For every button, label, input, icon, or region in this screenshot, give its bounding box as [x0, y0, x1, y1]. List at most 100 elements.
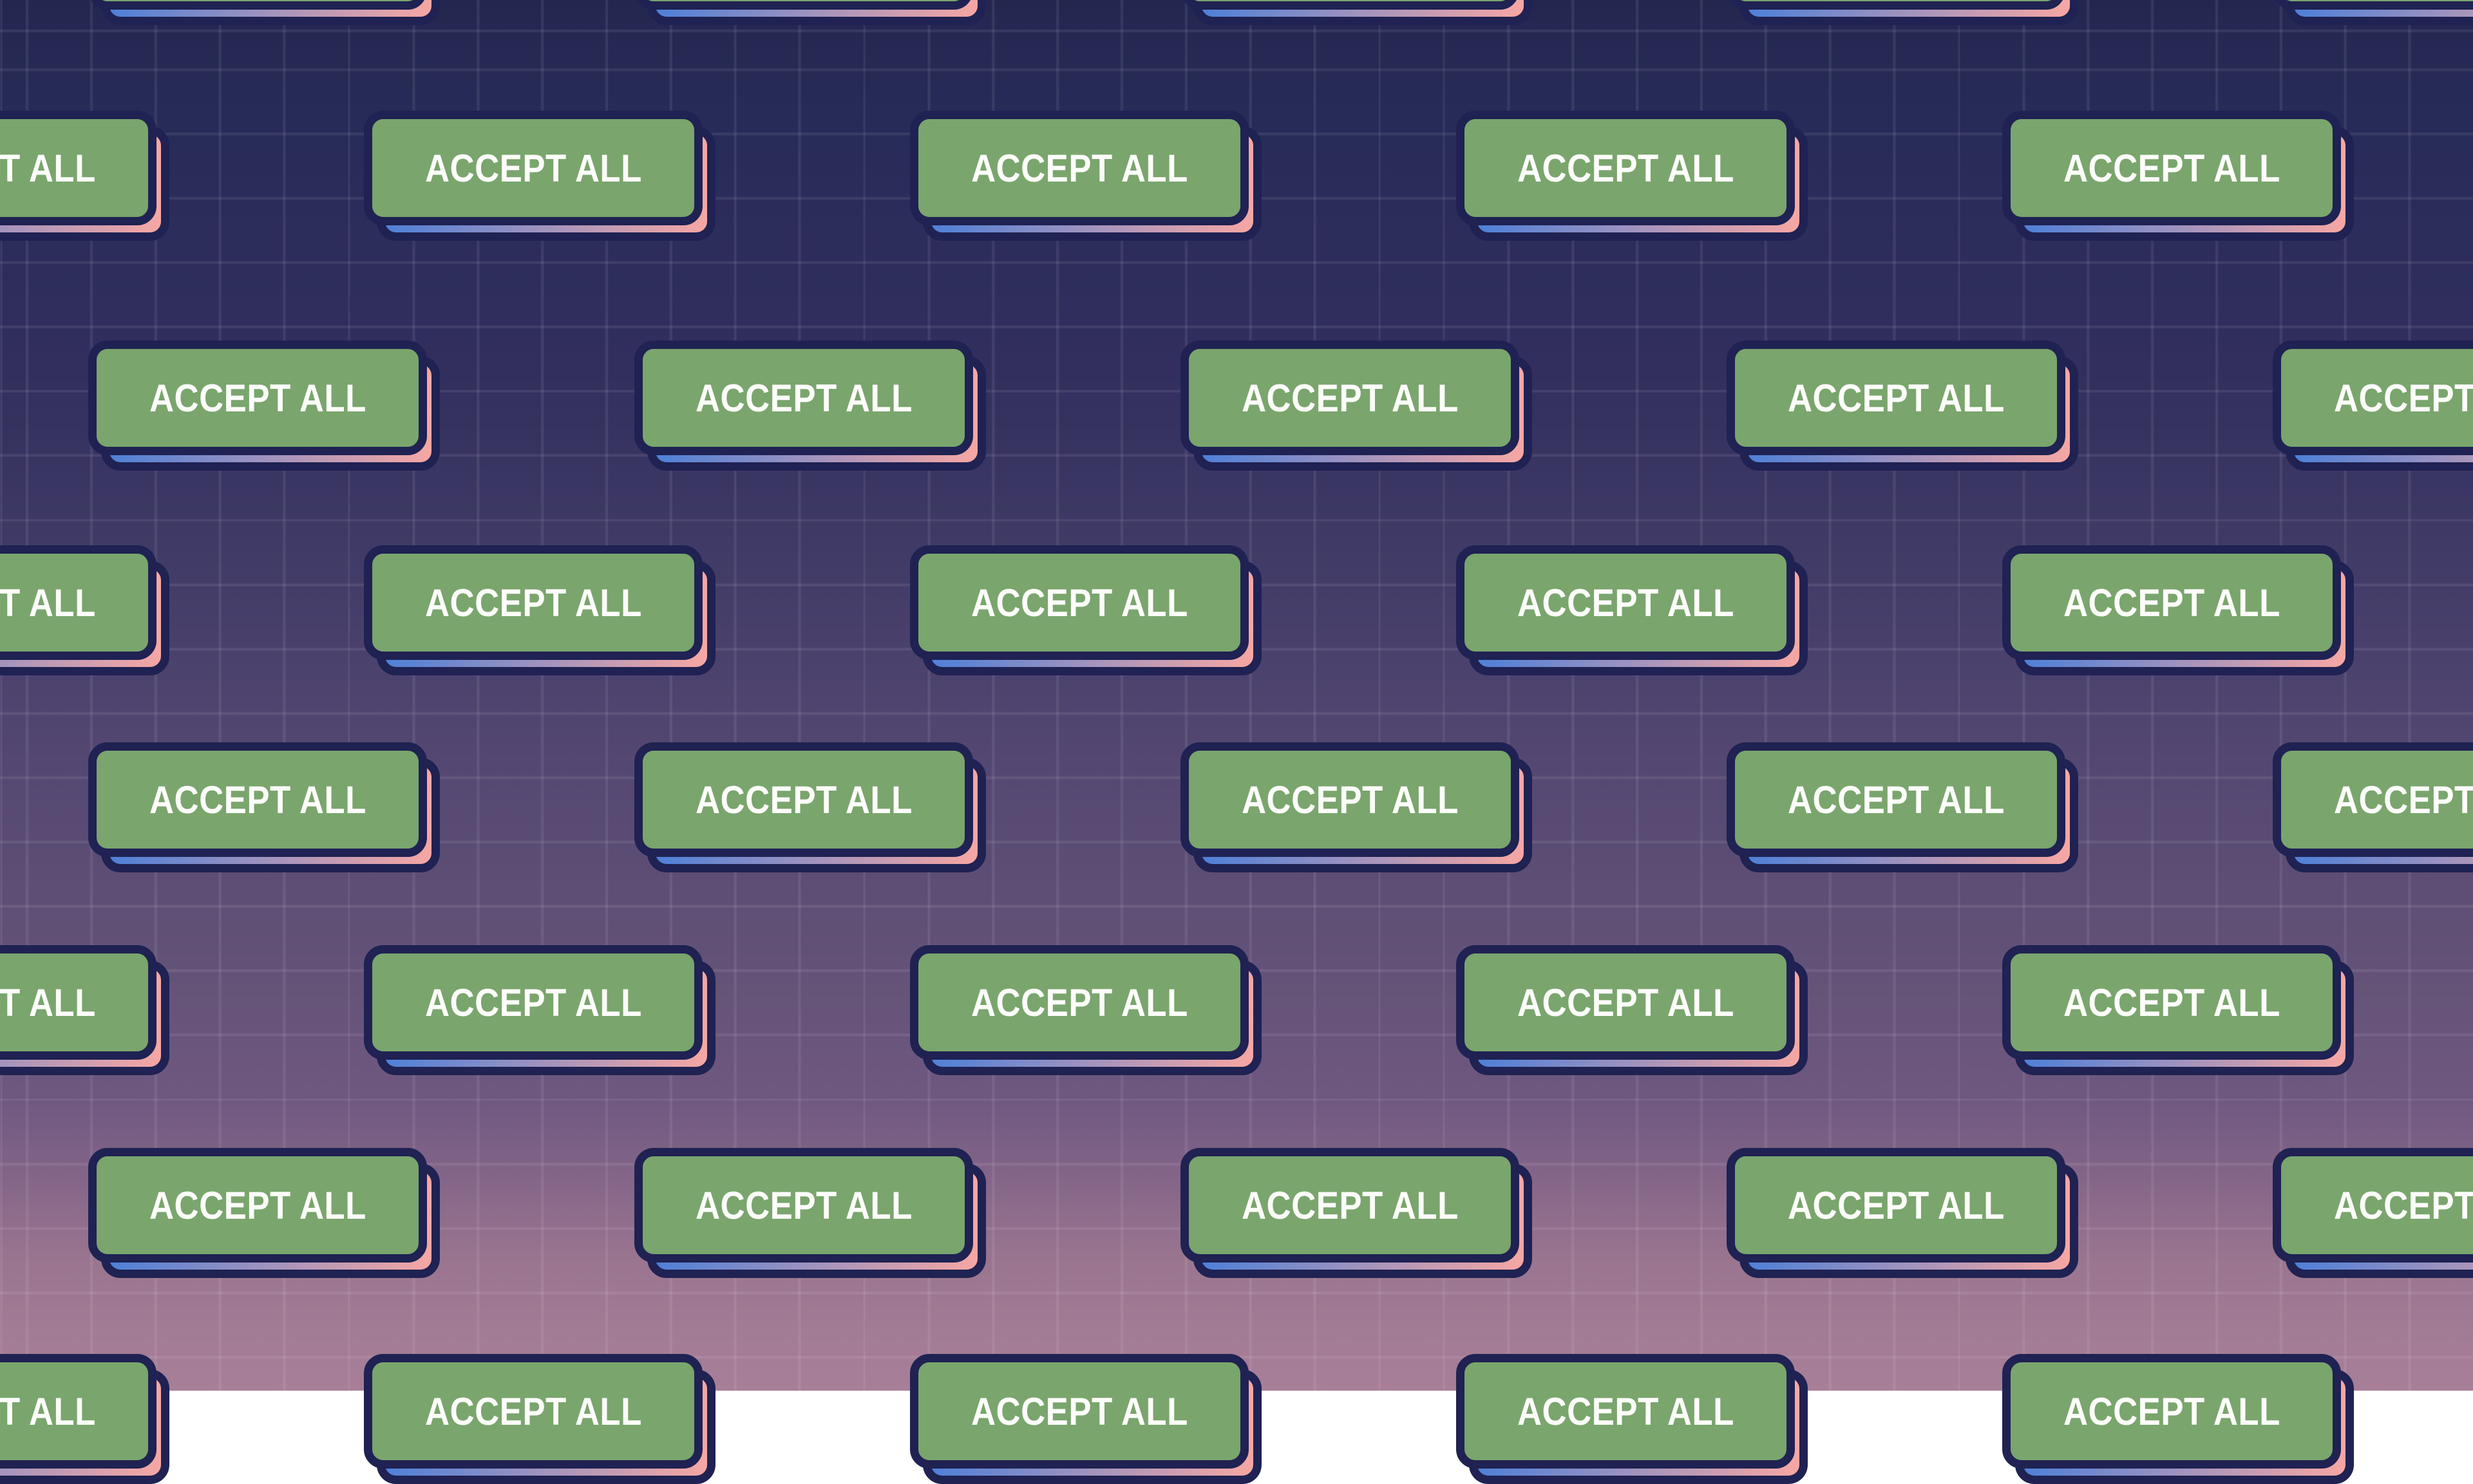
- accept-all-button[interactable]: ACCEPT ALL: [372, 953, 694, 1051]
- button-face: ACCEPT ALL: [1180, 0, 1519, 10]
- accept-all-button[interactable]: ACCEPT ALL: [2011, 953, 2333, 1051]
- accept-all-button[interactable]: ACCEPT ALL: [372, 554, 694, 652]
- accept-all-button[interactable]: ACCEPT ALL: [97, 751, 419, 849]
- accept-all-button[interactable]: ACCEPT ALL: [918, 554, 1240, 652]
- button-face: ACCEPT ALL: [364, 111, 703, 225]
- accept-all-button[interactable]: ACCEPT ALL: [0, 119, 148, 217]
- button-face: ACCEPT ALL: [1727, 742, 2065, 857]
- accept-all-button[interactable]: ACCEPT ALL: [643, 0, 965, 1]
- accept-all-button[interactable]: ACCEPT ALL: [1464, 953, 1786, 1051]
- button-face: ACCEPT ALL: [634, 1148, 973, 1263]
- accept-all-button[interactable]: ACCEPT ALL: [2281, 1156, 2473, 1254]
- accept-all-button[interactable]: ACCEPT ALL: [918, 953, 1240, 1051]
- accept-all-button-label: ACCEPT ALL: [971, 981, 1188, 1025]
- button-face: ACCEPT ALL: [364, 545, 703, 660]
- button-face: ACCEPT ALL: [0, 945, 156, 1060]
- button-face: ACCEPT ALL: [1456, 111, 1795, 225]
- accept-all-button[interactable]: ACCEPT ALL: [2011, 554, 2333, 652]
- button-face: ACCEPT ALL: [910, 945, 1249, 1060]
- accept-all-button[interactable]: ACCEPT ALL: [918, 1362, 1240, 1460]
- accept-all-button-label: ACCEPT ALL: [1788, 1183, 2005, 1228]
- button-face: ACCEPT ALL: [2002, 545, 2341, 660]
- accept-all-button-label: ACCEPT ALL: [425, 146, 642, 191]
- accept-all-button[interactable]: ACCEPT ALL: [97, 0, 419, 1]
- accept-all-button[interactable]: ACCEPT ALL: [1464, 119, 1786, 217]
- button-face: ACCEPT ALL: [0, 111, 156, 225]
- accept-all-button-label: ACCEPT ALL: [1517, 146, 1734, 191]
- button-face: ACCEPT ALL: [910, 545, 1249, 660]
- accept-all-button[interactable]: ACCEPT ALL: [1189, 0, 1511, 1]
- accept-all-button[interactable]: ACCEPT ALL: [1735, 751, 2057, 849]
- accept-all-button[interactable]: ACCEPT ALL: [372, 119, 694, 217]
- button-face: ACCEPT ALL: [2002, 945, 2341, 1060]
- accept-all-button-label: ACCEPT ALL: [425, 1389, 642, 1434]
- accept-all-button[interactable]: ACCEPT ALL: [1464, 1362, 1786, 1460]
- accept-all-button-label: ACCEPT ALL: [2063, 146, 2280, 191]
- button-face: ACCEPT ALL: [1456, 945, 1795, 1060]
- accept-all-button-label: ACCEPT ALL: [0, 1389, 95, 1434]
- accept-all-button[interactable]: ACCEPT ALL: [372, 1362, 694, 1460]
- accept-all-button[interactable]: ACCEPT ALL: [2011, 1362, 2333, 1460]
- accept-all-buttons-layer: ACCEPT ALL ACCEPT ALL ACCEPT ALL ACCEPT ALL…: [0, 0, 2473, 1391]
- accept-all-button[interactable]: ACCEPT ALL: [97, 1156, 419, 1254]
- accept-all-button[interactable]: ACCEPT ALL: [0, 1362, 148, 1460]
- accept-all-button[interactable]: ACCEPT ALL: [1189, 349, 1511, 447]
- accept-all-button-label: ACCEPT ALL: [149, 1183, 366, 1228]
- button-face: ACCEPT ALL: [364, 1354, 703, 1469]
- button-face: ACCEPT ALL: [1456, 545, 1795, 660]
- accept-all-button[interactable]: ACCEPT ALL: [0, 554, 148, 652]
- accept-all-button-label: ACCEPT ALL: [696, 778, 913, 822]
- button-face: ACCEPT ALL: [1727, 341, 2065, 455]
- button-face: ACCEPT ALL: [1180, 1148, 1519, 1263]
- button-face: ACCEPT ALL: [1727, 0, 2065, 10]
- accept-all-button-label: ACCEPT ALL: [1242, 778, 1459, 822]
- button-face: ACCEPT ALL: [910, 111, 1249, 225]
- accept-all-button-label: ACCEPT ALL: [425, 981, 642, 1025]
- button-face: ACCEPT ALL: [2273, 742, 2473, 857]
- accept-all-button[interactable]: ACCEPT ALL: [97, 349, 419, 447]
- accept-all-button[interactable]: ACCEPT ALL: [918, 119, 1240, 217]
- accept-all-button[interactable]: ACCEPT ALL: [1189, 1156, 1511, 1254]
- button-face: ACCEPT ALL: [2002, 111, 2341, 225]
- accept-all-button[interactable]: ACCEPT ALL: [2281, 751, 2473, 849]
- accept-all-button[interactable]: ACCEPT ALL: [1464, 554, 1786, 652]
- button-face: ACCEPT ALL: [1456, 1354, 1795, 1469]
- accept-all-button[interactable]: ACCEPT ALL: [643, 1156, 965, 1254]
- accept-all-button[interactable]: ACCEPT ALL: [1735, 349, 2057, 447]
- button-face: ACCEPT ALL: [88, 341, 427, 455]
- accept-all-button[interactable]: ACCEPT ALL: [1735, 1156, 2057, 1254]
- button-face: ACCEPT ALL: [88, 1148, 427, 1263]
- button-face: ACCEPT ALL: [634, 742, 973, 857]
- accept-all-button[interactable]: ACCEPT ALL: [2011, 119, 2333, 217]
- button-face: ACCEPT ALL: [364, 945, 703, 1060]
- accept-all-button-label: ACCEPT ALL: [1788, 778, 2005, 822]
- accept-all-button-label: ACCEPT ALL: [696, 1183, 913, 1228]
- wallpaper-background: ACCEPT ALL ACCEPT ALL ACCEPT ALL ACCEPT ALL…: [0, 0, 2473, 1391]
- accept-all-button[interactable]: ACCEPT ALL: [643, 349, 965, 447]
- button-face: ACCEPT ALL: [1727, 1148, 2065, 1263]
- button-face: ACCEPT ALL: [2273, 341, 2473, 455]
- accept-all-button-label: ACCEPT ALL: [1517, 581, 1734, 625]
- accept-all-button[interactable]: ACCEPT ALL: [1735, 0, 2057, 1]
- button-face: ACCEPT ALL: [634, 0, 973, 10]
- accept-all-button-label: ACCEPT ALL: [971, 1389, 1188, 1434]
- accept-all-button-label: ACCEPT ALL: [2334, 1183, 2473, 1228]
- button-face: ACCEPT ALL: [1180, 742, 1519, 857]
- button-face: ACCEPT ALL: [634, 341, 973, 455]
- accept-all-button-label: ACCEPT ALL: [0, 981, 95, 1025]
- accept-all-button-label: ACCEPT ALL: [1517, 1389, 1734, 1434]
- accept-all-button[interactable]: ACCEPT ALL: [0, 953, 148, 1051]
- button-face: ACCEPT ALL: [1180, 341, 1519, 455]
- accept-all-button-label: ACCEPT ALL: [971, 581, 1188, 625]
- button-face: ACCEPT ALL: [88, 742, 427, 857]
- accept-all-button[interactable]: ACCEPT ALL: [1189, 751, 1511, 849]
- button-face: ACCEPT ALL: [2273, 0, 2473, 10]
- button-face: ACCEPT ALL: [0, 545, 156, 660]
- accept-all-button[interactable]: ACCEPT ALL: [2281, 0, 2473, 1]
- accept-all-button[interactable]: ACCEPT ALL: [2281, 349, 2473, 447]
- accept-all-button-label: ACCEPT ALL: [2334, 778, 2473, 822]
- button-face: ACCEPT ALL: [2002, 1354, 2341, 1469]
- button-face: ACCEPT ALL: [88, 0, 427, 10]
- accept-all-button-label: ACCEPT ALL: [1242, 376, 1459, 420]
- accept-all-button[interactable]: ACCEPT ALL: [643, 751, 965, 849]
